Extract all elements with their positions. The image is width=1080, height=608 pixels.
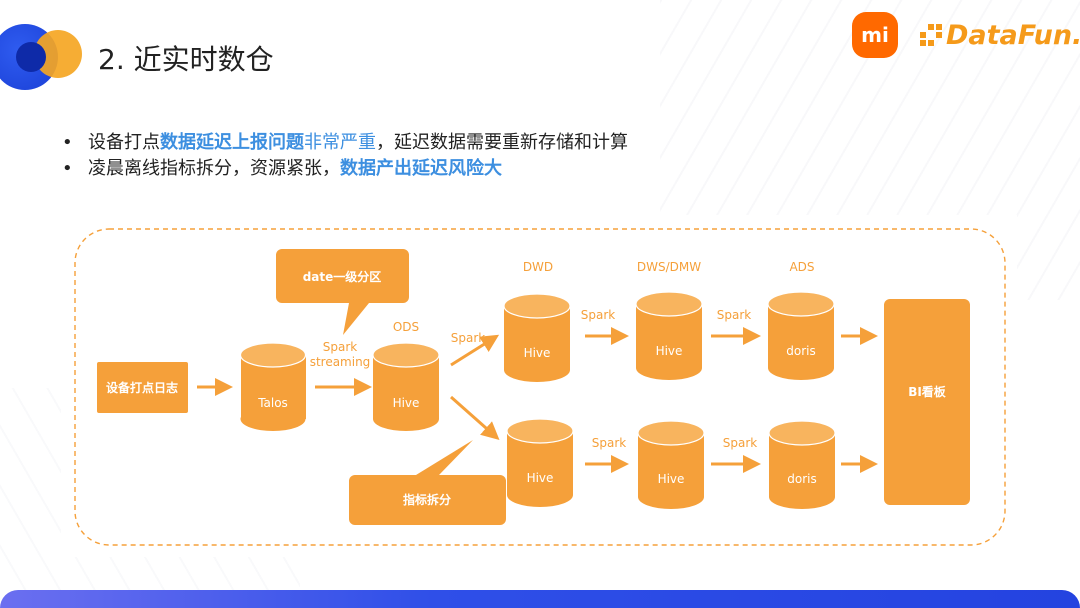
source-box-label: 设备打点日志 [106, 380, 178, 395]
dws-hive-bottom-cylinder: Hive [637, 420, 705, 509]
decorative-circles-icon [0, 20, 90, 95]
bullet-item: • 凌晨离线指标拆分，资源紧张，数据产出延迟风险大 [62, 158, 502, 179]
mi-logo: mi [852, 12, 898, 58]
bullet-text: ，延迟数据需要重新存储和计算 [376, 132, 628, 153]
footer-bar [0, 590, 1080, 608]
cylinder-label: Hive [524, 346, 551, 360]
bullet-highlight: 非常严重 [304, 132, 376, 153]
cylinder-label: doris [787, 472, 816, 486]
spark-streaming-label: Spark [323, 340, 358, 354]
spark-label: Spark [581, 308, 616, 322]
layer-label-dws: DWS/DMW [637, 260, 701, 274]
page-title: 2. 近实时数仓 [98, 43, 274, 76]
datafun-wordmark: DataFun. [946, 19, 1080, 51]
cylinder-label: Hive [656, 344, 683, 358]
ads-doris-top-cylinder: doris [767, 291, 835, 380]
spark-label: Spark [723, 436, 758, 450]
spark-streaming-label: streaming [310, 355, 371, 369]
cylinder-label: doris [786, 344, 815, 358]
cylinder-label: Talos [257, 396, 288, 410]
bullet-text: 凌晨离线指标拆分，资源紧张， [88, 158, 340, 179]
cylinder-label: Hive [658, 472, 685, 486]
bi-board-label: BI看板 [908, 384, 947, 399]
bullet-list: • 设备打点数据延迟上报问题非常严重，延迟数据需要重新存储和计算 • 凌晨离线指… [62, 130, 628, 182]
cylinder-label: Hive [527, 471, 554, 485]
arrow [450, 395, 500, 440]
callout-bottom-label: 指标拆分 [403, 492, 451, 507]
arrow [450, 334, 500, 367]
datafun-logo: DataFun. [920, 18, 1080, 52]
datafun-dots-icon [920, 24, 942, 46]
data-flow-diagram: 设备打点日志 date一级分区 指标拆分 ODS DWD DWS/DMW ADS… [61, 215, 1017, 557]
spark-label: Spark [592, 436, 627, 450]
layer-label-ods: ODS [393, 320, 419, 334]
bullet-highlight: 数据延迟上报问题 [160, 132, 304, 153]
diagram-frame [74, 228, 1006, 546]
source-box [97, 362, 188, 413]
layer-label-dwd: DWD [523, 260, 553, 274]
cylinder-label: Hive [393, 396, 420, 410]
bi-board [884, 299, 970, 505]
layer-label-ads: ADS [789, 260, 814, 274]
bullet-highlight: 数据产出延迟风险大 [340, 158, 502, 179]
callout-bottom [349, 475, 506, 525]
dwd-hive-bottom-cylinder: Hive [506, 418, 574, 507]
dws-hive-top-cylinder: Hive [635, 291, 703, 380]
bullet-text: 设备打点 [88, 132, 160, 153]
callout-top [276, 249, 409, 303]
dwd-hive-top-cylinder: Hive [503, 293, 571, 382]
ods-hive-cylinder: Hive [372, 342, 440, 431]
bullet-item: • 设备打点数据延迟上报问题非常严重，延迟数据需要重新存储和计算 [62, 132, 628, 153]
callout-top-label: date一级分区 [303, 269, 382, 284]
talos-cylinder: Talos [239, 342, 307, 431]
spark-label: Spark [717, 308, 752, 322]
ads-doris-bottom-cylinder: doris [768, 420, 836, 509]
spark-label: Spark [451, 331, 486, 345]
